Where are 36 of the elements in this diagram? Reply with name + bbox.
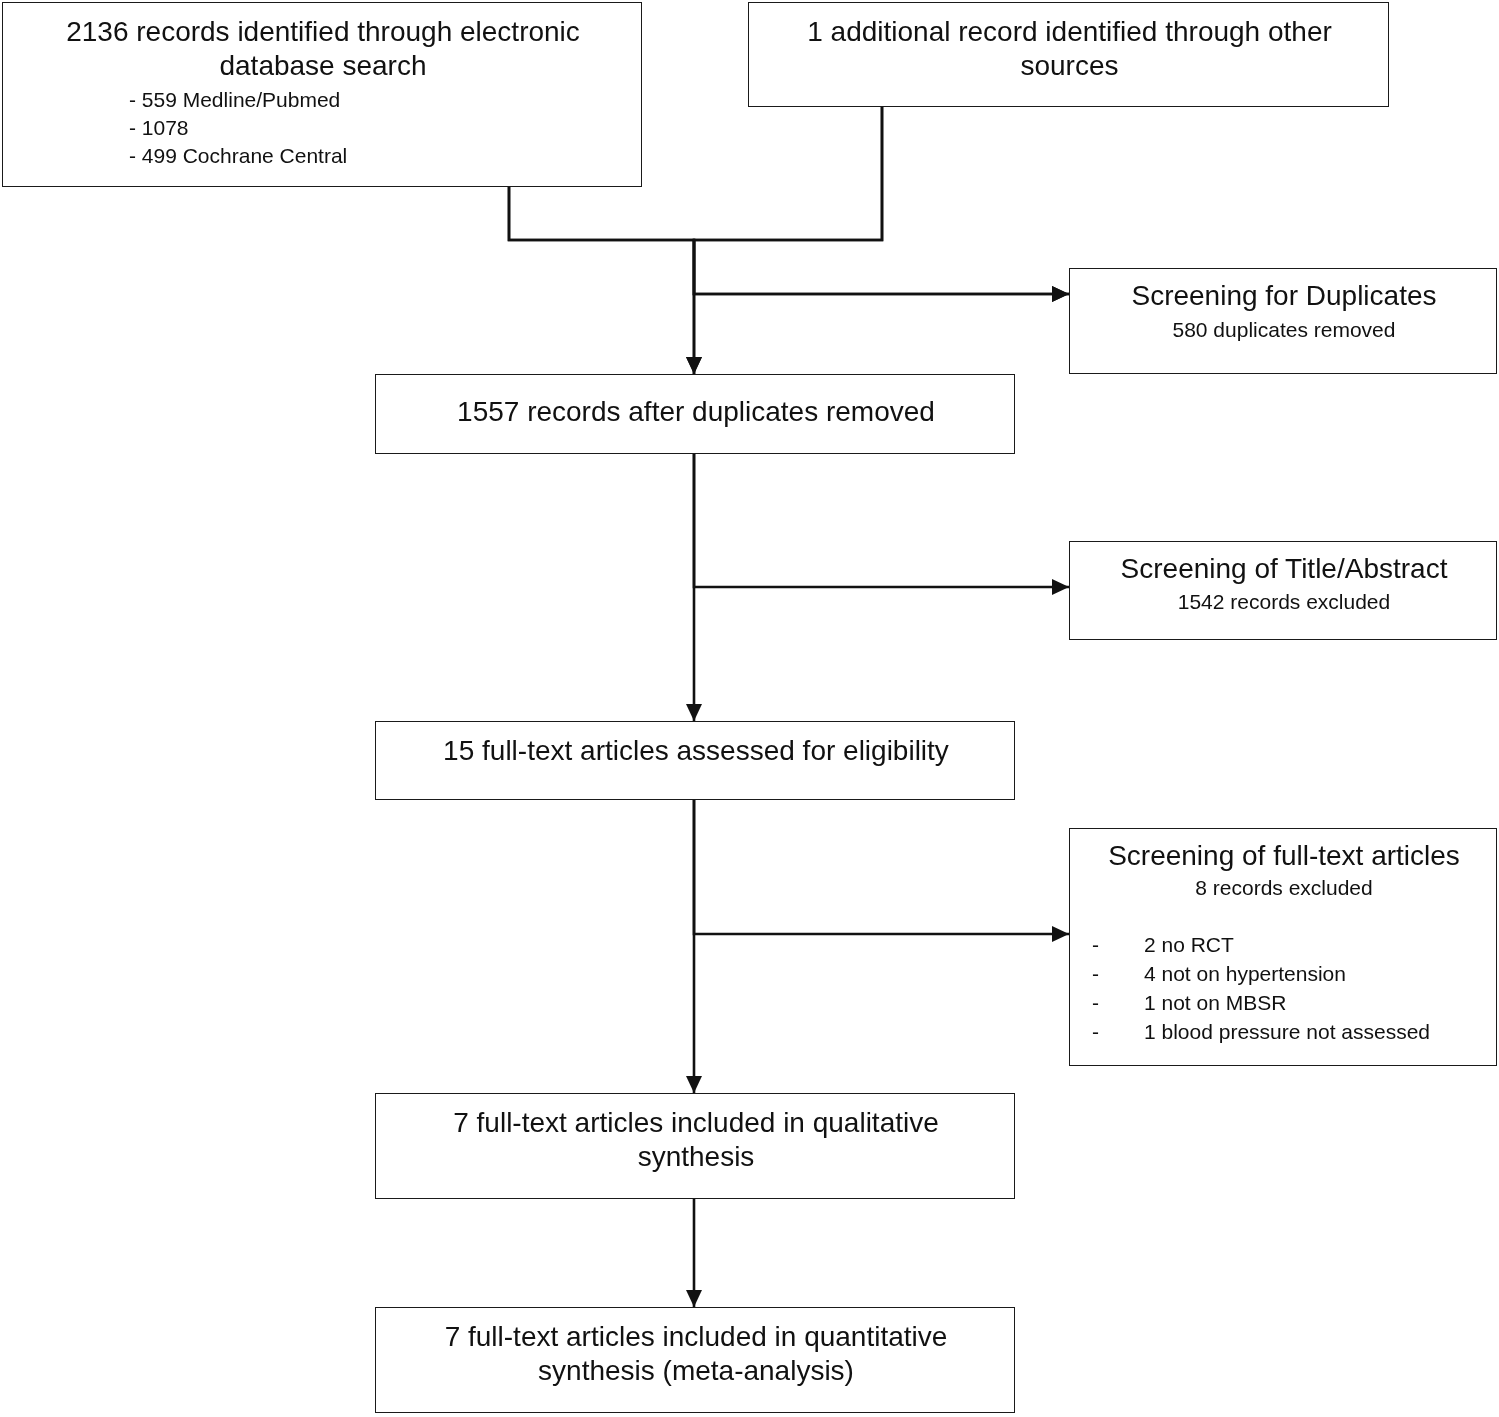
box-subtitle: 580 duplicates removed xyxy=(1171,317,1397,343)
list-dash: - xyxy=(1092,1019,1099,1045)
process-box xyxy=(1069,541,1497,640)
list-item: 1 not on MBSR xyxy=(1144,990,1288,1016)
list-item: 4 not on hypertension xyxy=(1144,961,1347,987)
box-text: 7 full-text articles included in quantitative synthesis (meta-analysis) xyxy=(443,1320,949,1388)
list-item: 2 no RCT xyxy=(1144,932,1235,958)
list-item: - 1078 xyxy=(129,115,190,141)
process-box xyxy=(748,2,1389,107)
list-item: - 559 Medline/Pubmed xyxy=(129,87,342,113)
arrow xyxy=(692,800,1069,942)
box-text: 15 full-text articles assessed for eligibility xyxy=(442,734,950,768)
list-dash: - xyxy=(1092,932,1099,958)
process-box xyxy=(1069,828,1497,1066)
process-box xyxy=(375,1093,1015,1199)
process-box xyxy=(1069,268,1497,374)
box-heading: Screening of full-text articles xyxy=(1107,839,1461,873)
arrow xyxy=(692,454,1069,595)
list-item: - 499 Cochrane Central xyxy=(129,143,349,169)
process-box xyxy=(2,2,642,187)
box-text: 1557 records after duplicates removed xyxy=(456,395,936,429)
process-box xyxy=(375,721,1015,800)
process-box xyxy=(375,1307,1015,1413)
box-heading: Screening for Duplicates xyxy=(1130,279,1438,313)
arrow xyxy=(692,107,1069,302)
list-item: 1 blood pressure not assessed xyxy=(1144,1019,1431,1045)
box-text: 1 additional record identified through other sources xyxy=(806,15,1333,83)
box-heading: Screening of Title/Abstract xyxy=(1119,552,1449,586)
box-subtitle: 8 records excluded xyxy=(1194,875,1374,901)
box-text: 7 full-text articles included in qualitative synthesis xyxy=(452,1106,940,1174)
box-subtitle: 1542 records excluded xyxy=(1176,589,1392,615)
box-heading: 2136 records identified through electronic database search xyxy=(65,15,581,83)
list-dash: - xyxy=(1092,990,1099,1016)
process-box xyxy=(375,374,1015,454)
list-dash: - xyxy=(1092,961,1099,987)
arrow xyxy=(686,1199,702,1307)
